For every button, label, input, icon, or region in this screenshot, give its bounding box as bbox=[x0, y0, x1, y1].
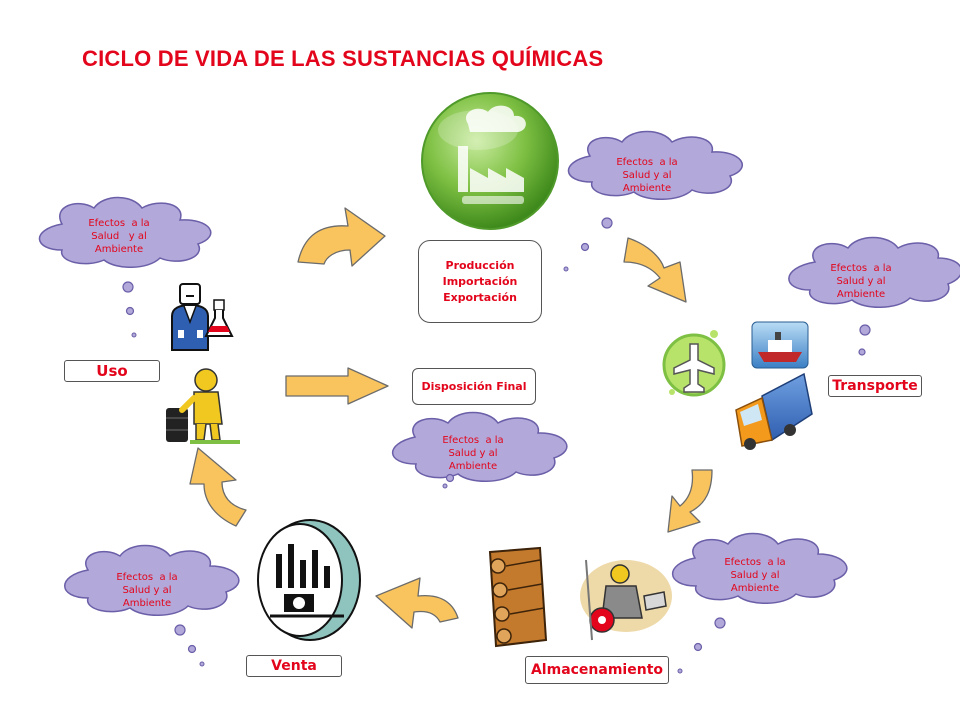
cloud-text-transporte: Efectos a la Salud y al Ambiente bbox=[830, 263, 892, 300]
truck-icon bbox=[735, 372, 813, 450]
cloud-uso bbox=[38, 196, 212, 338]
stage-label-uso: Uso bbox=[64, 360, 160, 382]
arrow-transporte-to-almacenamiento bbox=[667, 469, 713, 533]
disposal-box: Disposición Final bbox=[412, 368, 536, 405]
factory-icon bbox=[421, 92, 559, 230]
cloud-almacenamiento bbox=[671, 532, 848, 674]
ship-icon bbox=[751, 321, 809, 369]
diagram-title: CICLO DE VIDA DE LAS SUSTANCIAS QUÍMICAS bbox=[82, 46, 604, 71]
cloud-text-disposicion: Efectos a la Salud y al Ambiente bbox=[442, 435, 504, 472]
airplane-icon bbox=[662, 330, 726, 397]
stage-label-venta: Venta bbox=[246, 655, 342, 677]
cloud-venta bbox=[64, 544, 240, 667]
arrow-venta-to-uso bbox=[189, 447, 247, 527]
import-line: Importación bbox=[442, 274, 518, 288]
export-line: Exportación bbox=[443, 290, 517, 304]
arrow-produccion-to-transporte bbox=[623, 237, 687, 303]
cloud-produccion bbox=[563, 130, 743, 272]
arrow-to-disposicion bbox=[285, 367, 389, 405]
cloud-transporte bbox=[788, 236, 960, 356]
arrow-almacenamiento-to-venta bbox=[375, 577, 459, 629]
storage-worker-icon bbox=[580, 559, 672, 641]
production-line: Producción bbox=[445, 258, 515, 272]
hazmat-worker-icon bbox=[166, 368, 240, 444]
flask-icon bbox=[204, 299, 234, 337]
stage-label-transporte: Transporte bbox=[828, 375, 922, 397]
stage-label-almacenamiento: Almacenamiento bbox=[525, 656, 669, 684]
cloud-text-uso: Efectos a la Salud y al Ambiente bbox=[88, 218, 150, 255]
cloud-text-venta: Efectos a la Salud y al Ambiente bbox=[116, 572, 178, 609]
sales-chart-icon bbox=[257, 519, 361, 641]
arrow-uso-to-produccion bbox=[297, 207, 386, 267]
cloud-disposicion bbox=[391, 411, 568, 489]
production-box: Producción Importación Exportación bbox=[418, 240, 542, 323]
scientist-icon bbox=[171, 283, 209, 351]
cloud-text-almacenamiento: Efectos a la Salud y al Ambiente bbox=[724, 557, 786, 594]
pipes-icon bbox=[488, 546, 548, 648]
cloud-text-produccion: Efectos a la Salud y al Ambiente bbox=[616, 157, 678, 194]
